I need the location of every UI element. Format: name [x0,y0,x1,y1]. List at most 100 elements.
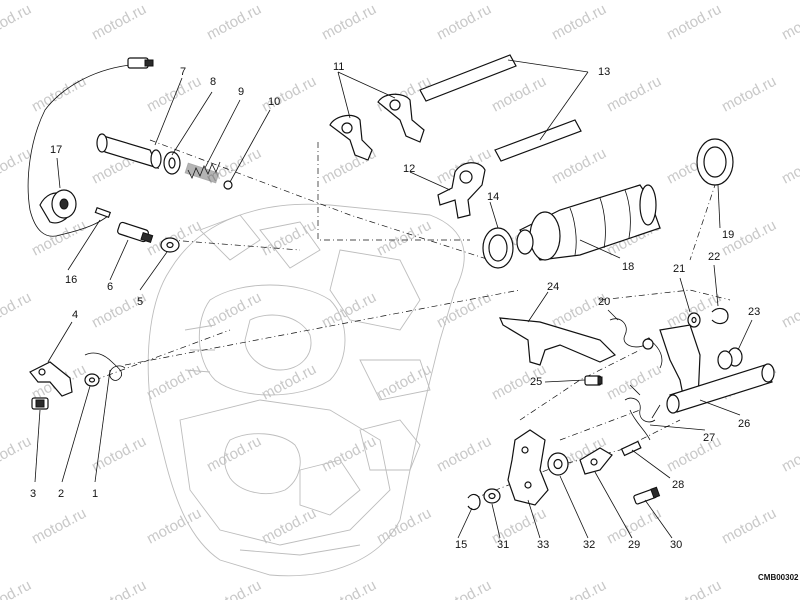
watermark-text: motod.ru [664,577,724,600]
callout-16: 16 [65,274,77,286]
part-15-circlip [467,493,481,511]
drawing-code: CMB00302 [758,573,799,582]
callout-23: 23 [748,306,760,318]
callout-12: 12 [403,163,415,175]
watermark-text: motod.ru [549,577,609,600]
part-20-spring [609,318,663,369]
callout-11: 11 [333,61,344,73]
part-1-spring [84,352,126,381]
watermark-text: motod.ru [319,1,379,44]
watermark-text: motod.ru [29,73,89,116]
watermark-text: motod.ru [719,505,779,548]
part-19-washer [696,138,734,186]
part-17-neutral-sensor [27,57,154,237]
watermark-text: motod.ru [89,577,149,600]
watermark-text: motod.ru [29,217,89,260]
watermark-text: motod.ru [434,577,494,600]
watermark-text: motod.ru [89,433,149,476]
watermark-text: motod.ru [0,577,34,600]
part-8-sealing-washer [163,151,181,175]
callout-27: 27 [703,432,715,444]
part-3-bolt [31,397,49,410]
part-12-selector-fork [437,162,486,219]
callout-4: 4 [72,309,78,321]
callout-8: 8 [210,76,216,88]
watermark-text: motod.ru [434,289,494,332]
watermark-text: motod.ru [89,1,149,44]
callout-3: 3 [30,488,36,500]
watermark-text: motod.ru [319,289,379,332]
callout-5: 5 [137,296,143,308]
watermark-text: motod.ru [144,361,204,404]
part-4-lever [29,361,73,397]
watermark-text: motod.ru [144,505,204,548]
part-10-ball [223,180,233,190]
part-32-washer [547,452,569,476]
callout-9: 9 [238,86,244,98]
part-14-ring [482,227,514,269]
part-23-bush [717,347,743,370]
part-5-washer [160,237,180,253]
watermark-text: motod.ru [259,73,319,116]
callout-2: 2 [58,488,64,500]
part-13-fork-shafts [419,54,582,162]
watermark-text: motod.ru [204,1,264,44]
callout-13: 13 [598,66,610,78]
part-7-plug-screw [96,133,162,169]
part-25-screw [584,375,603,386]
watermark-text: motod.ru [779,433,800,476]
watermark-text: motod.ru [0,1,34,44]
watermark-text: motod.ru [604,73,664,116]
callout-26: 26 [738,418,750,430]
engine-case-outline [147,203,465,577]
watermark-text: motod.ru [779,1,800,44]
callout-labels: 1234567891011121314151617181920212223242… [30,61,760,551]
watermark-text: motod.ru [259,505,319,548]
watermark-text: motod.ru [259,361,319,404]
callout-25: 25 [530,376,542,388]
watermark-text: motod.ru [719,73,779,116]
part-33-selector-plate [507,429,549,506]
part-28-bolt [620,440,642,457]
watermark-text: motod.ru [319,577,379,600]
part-11-selector-forks [329,93,425,161]
callout-24: 24 [547,281,559,293]
callout-7: 7 [180,66,186,78]
watermark-text: motod.ru [204,433,264,476]
callout-15: 15 [455,539,467,551]
watermark-text: motod.ru [29,505,89,548]
part-31-washer [483,488,501,504]
callout-19: 19 [722,229,734,241]
leader-lines [34,59,753,539]
watermark-text: motod.ru [434,1,494,44]
callout-32: 32 [583,539,595,551]
callout-30: 30 [670,539,682,551]
watermark-text: motod.ru [144,73,204,116]
part-2-washer [84,373,100,387]
callout-33: 33 [537,539,549,551]
part-26-gearchange-shaft [659,324,775,414]
part-30-bolt [633,486,661,505]
callout-14: 14 [487,191,499,203]
callout-1: 1 [92,488,98,500]
callout-10: 10 [268,96,280,108]
part-9-spring [184,161,221,184]
watermark-text: motod.ru [549,145,609,188]
part-6-plug [117,221,154,243]
watermark-text: motod.ru [0,289,34,332]
watermark-text: motod.ru [779,289,800,332]
callout-22: 22 [708,251,720,263]
part-18-selector-drum [516,184,661,261]
watermark-text: motod.ru [549,1,609,44]
callout-6: 6 [107,281,113,293]
watermark-text: motod.ru [259,217,319,260]
watermark-text: motod.ru [374,505,434,548]
watermark-text: motod.ru [779,145,800,188]
watermark-text: motod.ru [374,361,434,404]
part-21-washer [687,312,701,328]
part-29-pawl-plate [579,447,613,475]
part-27-return-spring [624,384,661,441]
part-24-lever [499,317,617,366]
